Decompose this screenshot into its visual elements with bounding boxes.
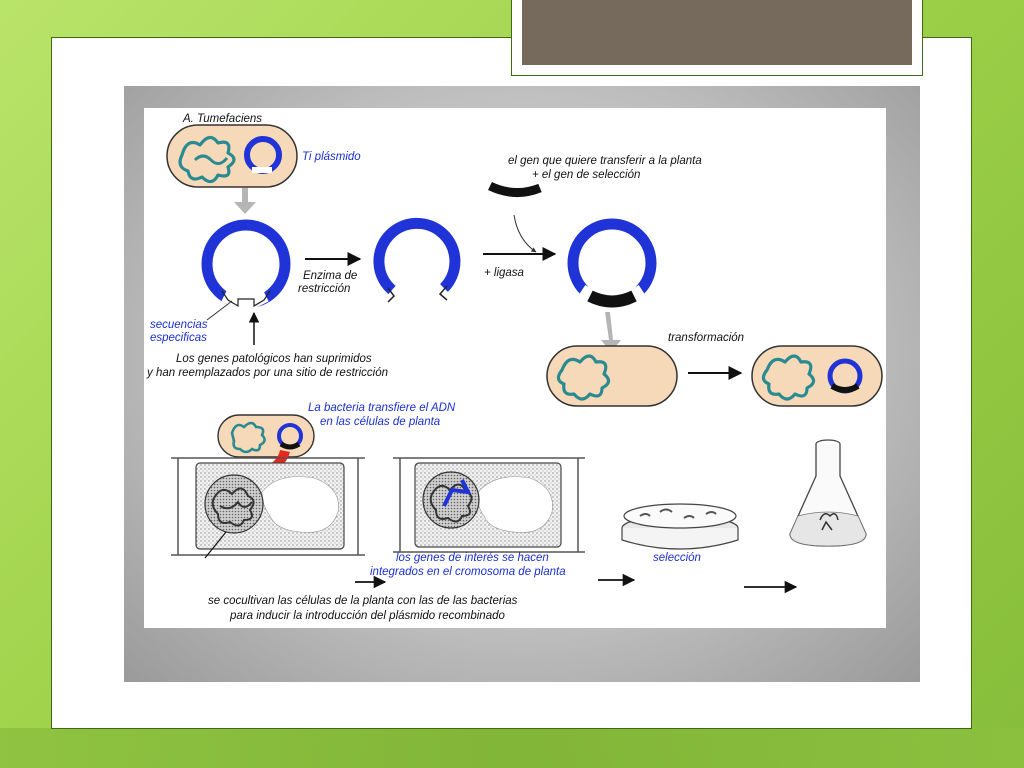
chromosome-dna-inner [193,154,229,165]
bacterium-transfer [217,414,315,458]
gray-down-arrow [234,188,256,214]
label-genes-patologicos-1: Los genes patológicos han suprimidos [176,353,372,365]
bacterium-before-transformation [546,345,678,407]
plasmid-cut [373,217,461,303]
label-bacteria-2: en las células de planta [320,416,440,428]
label-bacteria-1: La bacteria transfiere el ADN [308,402,456,414]
label-enzima-1: Enzima de [303,270,357,282]
title-placeholder [522,0,912,65]
bacterium-top-left [166,124,298,188]
label-genes-interes-2: integrados en el cromosoma de planta [370,566,566,578]
label-seleccion: selección [653,552,701,564]
label-enzima-2: restricción [298,283,350,295]
pointer-secuencias [206,300,233,321]
plant-cell-1 [171,457,365,556]
vacuole-2 [477,476,553,533]
plasmid-recombinant [567,218,657,308]
label-cocultivan-1: se cocultivan las células de la planta c… [208,595,518,607]
gene-insert-fragment [488,181,542,197]
plant-cell-2 [393,457,585,553]
slide-title-box[interactable] [511,0,923,76]
plasmid-original [201,219,291,309]
integrated-gene [442,479,472,507]
label-ti-plasmid: Ti plásmido [302,151,361,163]
vacuole-1 [261,476,339,533]
gray-down-arrow-2 [601,312,621,352]
label-transformacion: transformación [668,332,744,344]
label-gen-2: + el gen de selección [532,169,640,181]
label-secuencias-2: especificas [150,332,207,344]
label-genes-patologicos-2: y han reemplazados por una sitio de rest… [146,367,388,379]
label-secuencias-1: secuencias [150,319,208,331]
label-ligasa: + ligasa [484,267,524,279]
chromosome-dna [178,135,236,184]
bacterium-transformed [751,345,883,407]
label-a-tumefaciens: A. Tumefaciens [182,113,262,125]
label-cocultivan-2: para inducir la introducción del plásmid… [229,610,505,622]
label-genes-interes-1: los genes de interés se hacen [396,552,549,564]
petri-dish [621,503,739,550]
background-band [0,728,1024,768]
label-gen-1: el gen que quiere transferir a la planta [508,155,702,167]
erlenmeyer-flask [789,439,867,547]
